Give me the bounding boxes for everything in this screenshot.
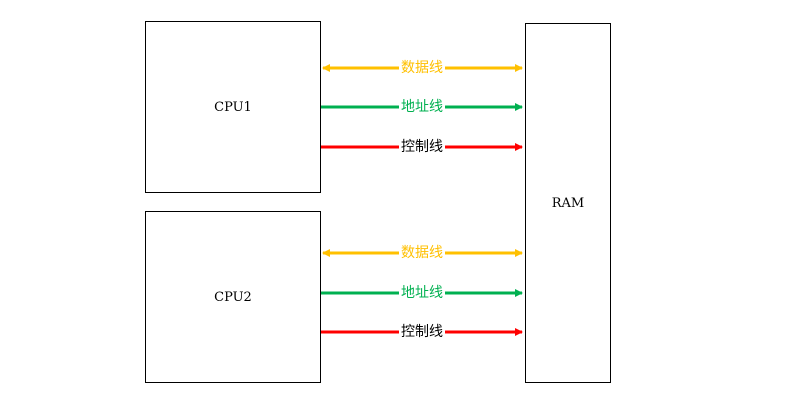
cpu1-box: CPU1 <box>145 21 321 193</box>
ram-box: RAM <box>525 23 611 383</box>
cpu2-data-bus-label: 数据线 <box>399 245 445 261</box>
cpu2-address-bus-label: 地址线 <box>399 285 445 301</box>
cpu2-box: CPU2 <box>145 211 321 383</box>
cpu2-label: CPU2 <box>214 289 252 305</box>
cpu1-control-bus-label: 控制线 <box>399 139 445 155</box>
cpu2-control-bus-label: 控制线 <box>399 324 445 340</box>
cpu1-address-bus-label: 地址线 <box>399 99 445 115</box>
cpu1-label: CPU1 <box>214 99 252 115</box>
cpu1-data-bus-label: 数据线 <box>399 60 445 76</box>
ram-label: RAM <box>551 195 585 211</box>
